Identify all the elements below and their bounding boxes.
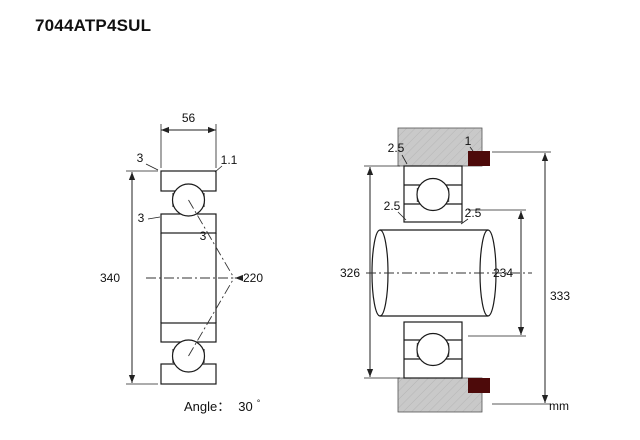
fillet-value: 2.5 — [384, 199, 401, 213]
contact-angle-lines — [188, 199, 235, 357]
spacer-top — [468, 151, 490, 166]
chamfer-center: 3 — [200, 229, 207, 243]
chamfer-value: 3 — [138, 211, 145, 225]
dim-333-value: 333 — [550, 289, 570, 303]
bearing-section-bottom — [403, 321, 463, 379]
chamfer-value: 1 — [465, 134, 472, 148]
ball — [416, 332, 450, 367]
dim-234-value: 234 — [493, 266, 513, 280]
bearing-section-top — [403, 165, 463, 223]
spacer-bottom — [468, 378, 490, 393]
leader-line — [145, 163, 159, 171]
leader-line — [397, 211, 407, 221]
fillet-value: 2.5 — [388, 141, 405, 155]
chamfer-value: 1.1 — [221, 153, 238, 167]
degree-symbol: ° — [256, 397, 261, 408]
angle-label: Angle： — [184, 399, 231, 414]
dim-width: 56 — [160, 111, 217, 168]
dim-bore-value: 220 — [243, 271, 263, 285]
leader-line — [460, 218, 469, 225]
fillet-shaft-right-label: 2.5 — [460, 206, 482, 225]
fillet-value: 2.5 — [465, 206, 482, 220]
front-view: 56 340 220 3 1.1 — [100, 111, 263, 385]
chamfer-inner-left: 3 — [138, 211, 161, 225]
bearing-outline — [403, 165, 463, 223]
dim-abutment: 333 — [492, 151, 570, 405]
chamfer-value: 3 — [137, 151, 144, 165]
angle-value: 30 — [238, 399, 253, 414]
chamfer-top-right: 1.1 — [214, 153, 238, 173]
leader-line — [469, 146, 474, 152]
unit-label: mm — [549, 399, 569, 413]
dim-od-value: 340 — [100, 271, 120, 285]
leader-line — [147, 216, 161, 220]
chamfer-top-left: 3 — [137, 151, 159, 171]
leader-line — [214, 165, 223, 173]
dim-326-value: 326 — [340, 266, 360, 280]
ball — [416, 177, 450, 212]
contact-angle-line-top — [188, 199, 235, 279]
contact-angle-note: Angle： 30° — [184, 396, 260, 415]
dim-housing-shoulder: 326 — [340, 165, 400, 379]
leader-line — [401, 154, 408, 165]
dim-width-value: 56 — [182, 111, 196, 125]
page-title: 7044ATP4SUL — [35, 16, 152, 35]
chamfer-value: 3 — [200, 229, 207, 243]
chamfer-housing-label: 1 — [465, 134, 474, 152]
fillet-housing-label: 2.5 — [388, 141, 408, 165]
bearing-outline — [403, 321, 463, 379]
inner-ring-bottom — [160, 322, 217, 343]
dim-bore-diameter: 220 — [235, 271, 263, 285]
inner-ring-top — [160, 213, 217, 234]
fillet-shaft-left-label: 2.5 — [384, 199, 407, 221]
contact-angle-line-bottom — [188, 277, 235, 357]
dim-shaft-shoulder: 234 — [468, 209, 526, 337]
bearing-cross-section — [160, 170, 217, 385]
mounting-view: 326 234 333 2.5 — [340, 127, 570, 413]
dim-outer-diameter: 340 — [100, 170, 158, 385]
